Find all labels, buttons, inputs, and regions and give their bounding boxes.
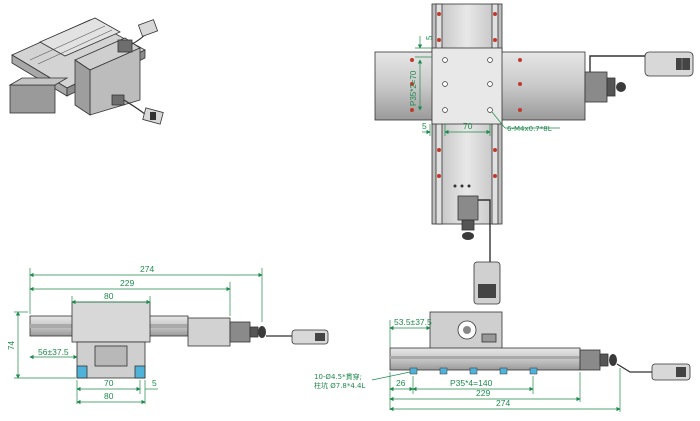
front-dim-274: 274 (140, 264, 154, 274)
isometric-view (8, 17, 164, 125)
side-dim-53-5: 53.5±37.5 (394, 317, 432, 327)
top-view: 5 P35*2=70 5 70 6-M4x0.7*8L (374, 3, 694, 305)
front-dim-56: 56±37.5 (38, 347, 69, 357)
front-dim-5: 5 (152, 378, 157, 388)
side-dim-26: 26 (396, 378, 406, 388)
side-hole-note-1: 10-Ø4.5*貫穿; (314, 372, 362, 381)
side-view-counterbore-holes (409, 367, 538, 375)
top-dim-5-top: 5 (425, 35, 434, 40)
top-view-mounting-holes (410, 12, 522, 178)
top-view-motor-y (457, 195, 501, 305)
side-dim-274: 274 (496, 398, 510, 408)
top-dim-5-left: 5 (422, 121, 427, 131)
front-view-carriage (71, 301, 151, 343)
front-view: 274 229 80 74 56±37.5 70 5 80 (7, 264, 329, 405)
front-dim-70: 70 (104, 378, 114, 388)
side-hole-note-2: 柱坑 Ø7.8*4.4L (314, 381, 365, 390)
side-dim-pitch: P35*4=140 (450, 378, 493, 388)
top-dim-pitch-vertical: P35*2=70 (409, 70, 418, 106)
side-dim-229: 229 (476, 388, 490, 398)
front-dim-80-bottom: 80 (104, 391, 114, 401)
top-thread-callout: 6-M4x0.7*8L (507, 125, 552, 133)
side-view: 53.5±37.5 10-Ø4.5*貫穿; 柱坑 Ø7.8*4.4L 26 P3… (314, 311, 691, 412)
front-dim-74: 74 (7, 341, 16, 350)
front-dim-229: 229 (120, 278, 134, 288)
top-dim-70: 70 (463, 121, 473, 131)
front-dim-80-top: 80 (104, 291, 114, 301)
top-view-motor-x (584, 51, 694, 103)
